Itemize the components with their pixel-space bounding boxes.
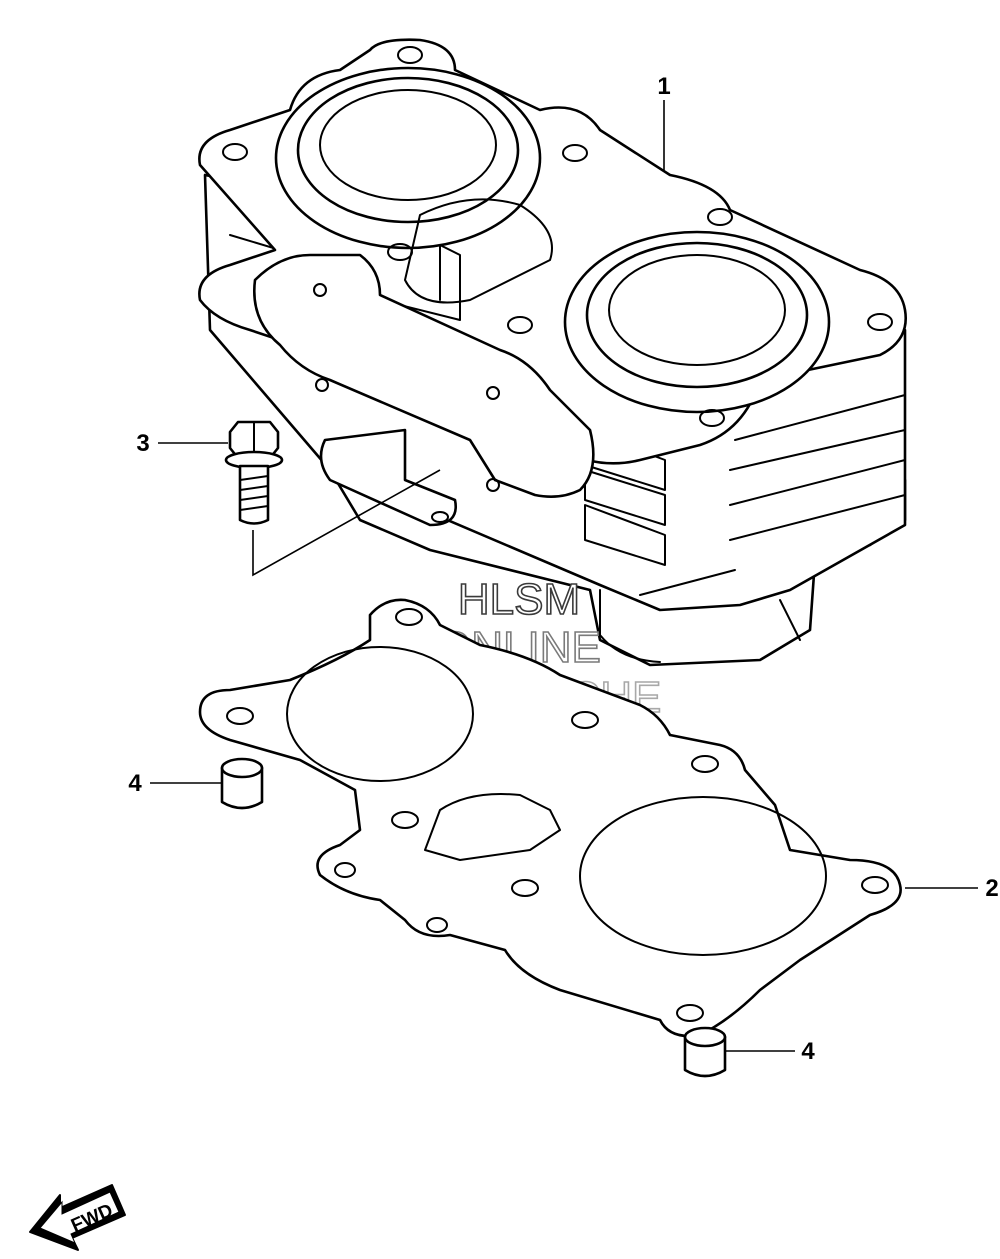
callout-4-right: 4 bbox=[725, 1038, 815, 1065]
dowel-pin-right[interactable] bbox=[683, 1026, 727, 1078]
callout-label-2: 2 bbox=[985, 875, 998, 902]
callout-1: 1 bbox=[657, 73, 671, 170]
callout-3: 3 bbox=[136, 430, 228, 457]
callout-4-left: 4 bbox=[128, 770, 222, 797]
fwd-arrow-icon: FWD bbox=[29, 1184, 126, 1251]
cylinder-block[interactable] bbox=[198, 38, 908, 667]
callout-label-4-left: 4 bbox=[128, 770, 142, 797]
watermark-line1: HLSM bbox=[458, 575, 580, 624]
dowel-pin-left[interactable] bbox=[220, 757, 264, 810]
callout-label-1: 1 bbox=[657, 73, 670, 100]
callout-label-4-right: 4 bbox=[801, 1038, 815, 1065]
callout-2: 2 bbox=[905, 875, 999, 902]
callout-label-3: 3 bbox=[136, 430, 149, 457]
bolt[interactable] bbox=[224, 420, 284, 525]
bolt-leader bbox=[252, 469, 441, 577]
